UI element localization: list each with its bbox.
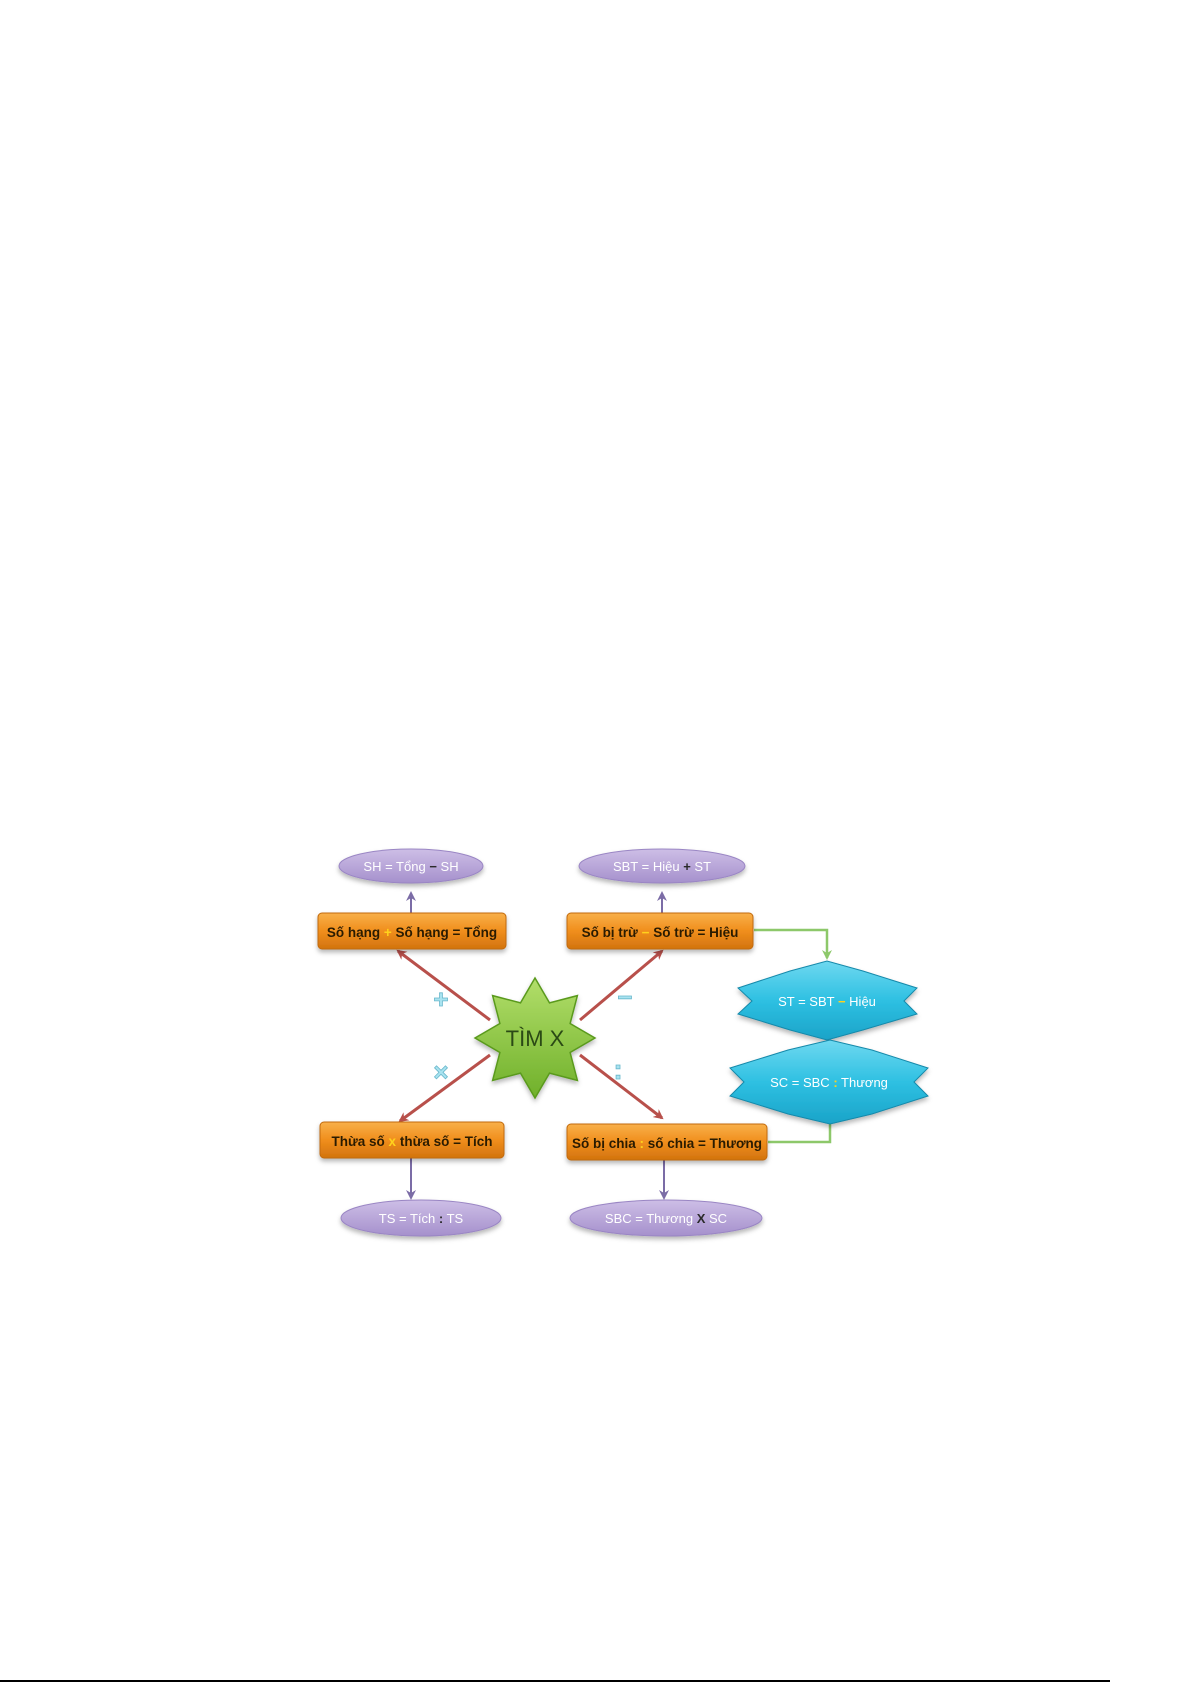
oval-division: SBC = Thương X SC <box>570 1200 762 1236</box>
box-addition-op: + <box>384 925 392 940</box>
center-label: TÌM X <box>506 1026 565 1051</box>
svg-text:SBC = Thương X SC: SBC = Thương X SC <box>605 1211 727 1226</box>
box-subtraction-op: − <box>642 925 650 940</box>
box-multiplication-op: x <box>389 1134 397 1149</box>
oval-multiplication-op: : <box>439 1211 443 1226</box>
box-division-op: : <box>640 1136 645 1151</box>
svg-text:Số hạng + Số hạng: Số hạng + Số hạng = Tổng <box>327 925 497 940</box>
star-division: SC = SBC : Thương <box>730 1040 928 1124</box>
operator-times: × <box>433 1057 448 1087</box>
svg-text:Thừa số x thừa số: Thừa số x thừa số = Tích <box>331 1134 492 1149</box>
oval-subtraction-op: + <box>683 859 691 874</box>
box-multiplication-right: thừa số = Tích <box>400 1134 493 1149</box>
box-division: Số bị chia : số chia = Thương <box>567 1124 767 1160</box>
oval-division-right: SC <box>709 1211 727 1226</box>
box-subtraction: Số bị trừ − Số trừ = Hiệu <box>567 913 753 949</box>
page-bottom-rule <box>0 1680 1110 1682</box>
operator-divide: : <box>613 1054 622 1085</box>
box-addition: Số hạng + Số hạng = Tổng <box>318 913 506 949</box>
box-multiplication: Thừa số x thừa số = Tích <box>320 1122 504 1158</box>
svg-text:Số bị trừ − Số trừ: Số bị trừ − Số trừ = Hiệu <box>582 925 739 940</box>
svg-text:Số bị chia : số ch: Số bị chia : số chia = Thương <box>572 1136 762 1151</box>
box-subtraction-right: Số trừ = Hiệu <box>653 925 738 940</box>
box-addition-left: Số hạng <box>327 925 380 940</box>
svg-text:ST = SBT − Hiệu: ST = SBT − Hiệu <box>778 994 876 1009</box>
oval-subtraction-left: SBT = Hiệu <box>613 859 680 874</box>
oval-addition: SH = Tổng − SH <box>339 849 483 883</box>
star-subtraction-op: − <box>838 994 846 1009</box>
oval-multiplication: TS = Tích : TS <box>341 1200 501 1236</box>
oval-addition-left: SH = Tổng <box>363 859 425 874</box>
center-star: TÌM X <box>475 978 595 1098</box>
oval-subtraction-right: ST <box>694 859 711 874</box>
star-subtraction: ST = SBT − Hiệu <box>738 961 917 1040</box>
box-division-right: số chia = Thương <box>648 1136 762 1151</box>
star-division-right: Thương <box>841 1075 888 1090</box>
oval-division-left: SBC = Thương <box>605 1211 693 1226</box>
oval-division-op: X <box>697 1211 706 1226</box>
oval-multiplication-right: TS <box>447 1211 464 1226</box>
oval-addition-op: − <box>429 859 437 874</box>
arrow-subtraction-to-star <box>754 930 827 958</box>
star-division-left: SC = SBC <box>770 1075 830 1090</box>
star-subtraction-right: Hiệu <box>849 994 876 1009</box>
oval-subtraction: SBT = Hiệu + ST <box>579 849 745 883</box>
operator-plus: + <box>433 984 448 1014</box>
box-multiplication-left: Thừa số <box>331 1134 384 1149</box>
box-division-left: Số bị chia <box>572 1136 636 1151</box>
svg-text:SBT = Hiệu + ST: SBT = Hiệu + ST <box>613 859 711 874</box>
svg-text:SH = Tổng − SH: SH = Tổng − SH <box>363 859 458 874</box>
star-subtraction-left: ST = SBT <box>778 994 835 1009</box>
star-division-op: : <box>833 1075 837 1090</box>
oval-multiplication-left: TS = Tích <box>379 1211 435 1226</box>
box-subtraction-left: Số bị trừ <box>582 925 638 940</box>
svg-text:SC = SBC : Thương: SC = SBC : Thương <box>770 1075 888 1090</box>
svg-text:TS = Tích : TS: TS = Tích : TS <box>379 1211 464 1226</box>
operator-minus: − <box>617 982 632 1012</box>
oval-addition-right: SH <box>441 859 459 874</box>
box-addition-right: Số hạng = Tổng <box>396 925 498 940</box>
